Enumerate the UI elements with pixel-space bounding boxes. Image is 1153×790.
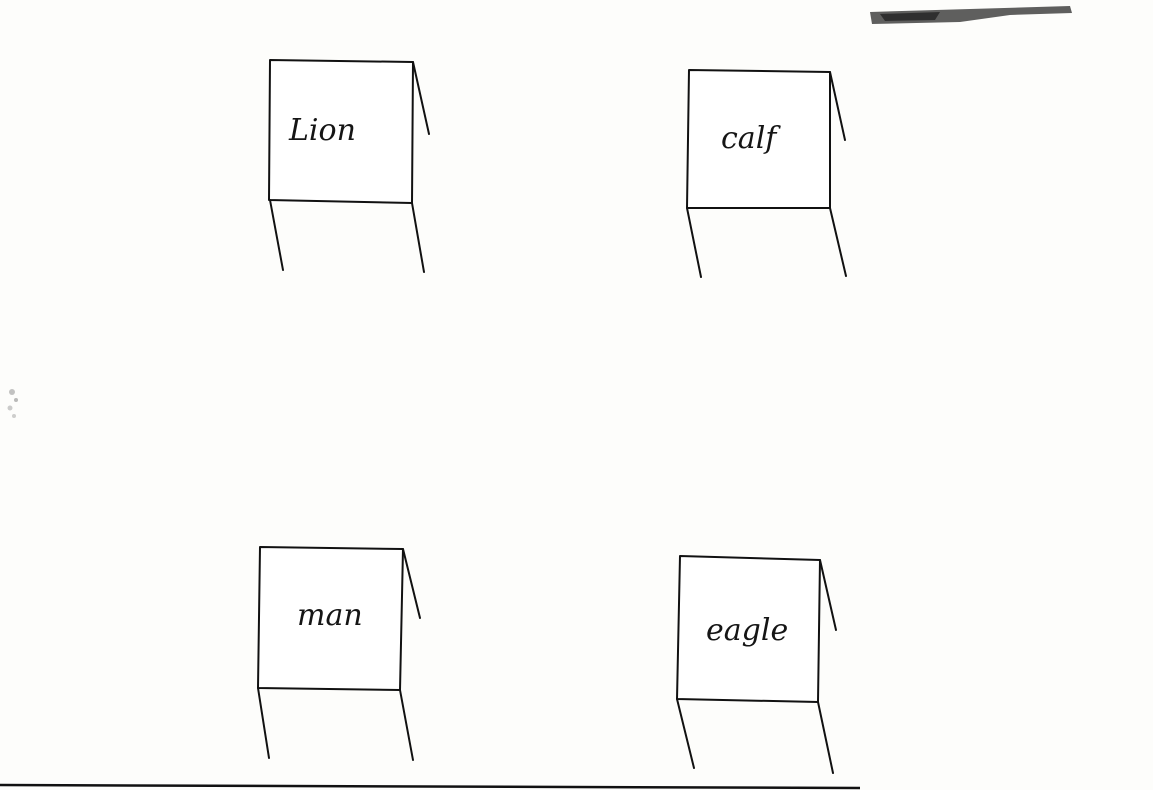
box-left-leg (258, 688, 269, 758)
scan-smudge-top-right (870, 6, 1072, 24)
box-label: calf (721, 121, 781, 156)
box-top-flap (403, 549, 420, 618)
box-right-leg (400, 690, 413, 760)
bottom-scan-line (0, 785, 860, 788)
box-left-leg (677, 699, 694, 768)
box-left-leg (687, 208, 701, 277)
box-label: man (297, 598, 363, 633)
box-label: Lion (288, 113, 356, 148)
box-right-leg (412, 203, 424, 272)
box-eagle: eagle (677, 556, 836, 773)
box-calf: calf (687, 70, 846, 277)
box-right-leg (818, 702, 833, 773)
box-top-flap (413, 62, 429, 134)
box-lion: Lion (269, 60, 429, 272)
box-man: man (258, 547, 420, 760)
box-top-flap (820, 560, 836, 630)
scan-speckle-left (8, 389, 19, 418)
box-label: eagle (706, 613, 788, 648)
box-top-flap (830, 72, 845, 140)
box-left-leg (270, 200, 283, 270)
box-right-leg (830, 208, 846, 276)
